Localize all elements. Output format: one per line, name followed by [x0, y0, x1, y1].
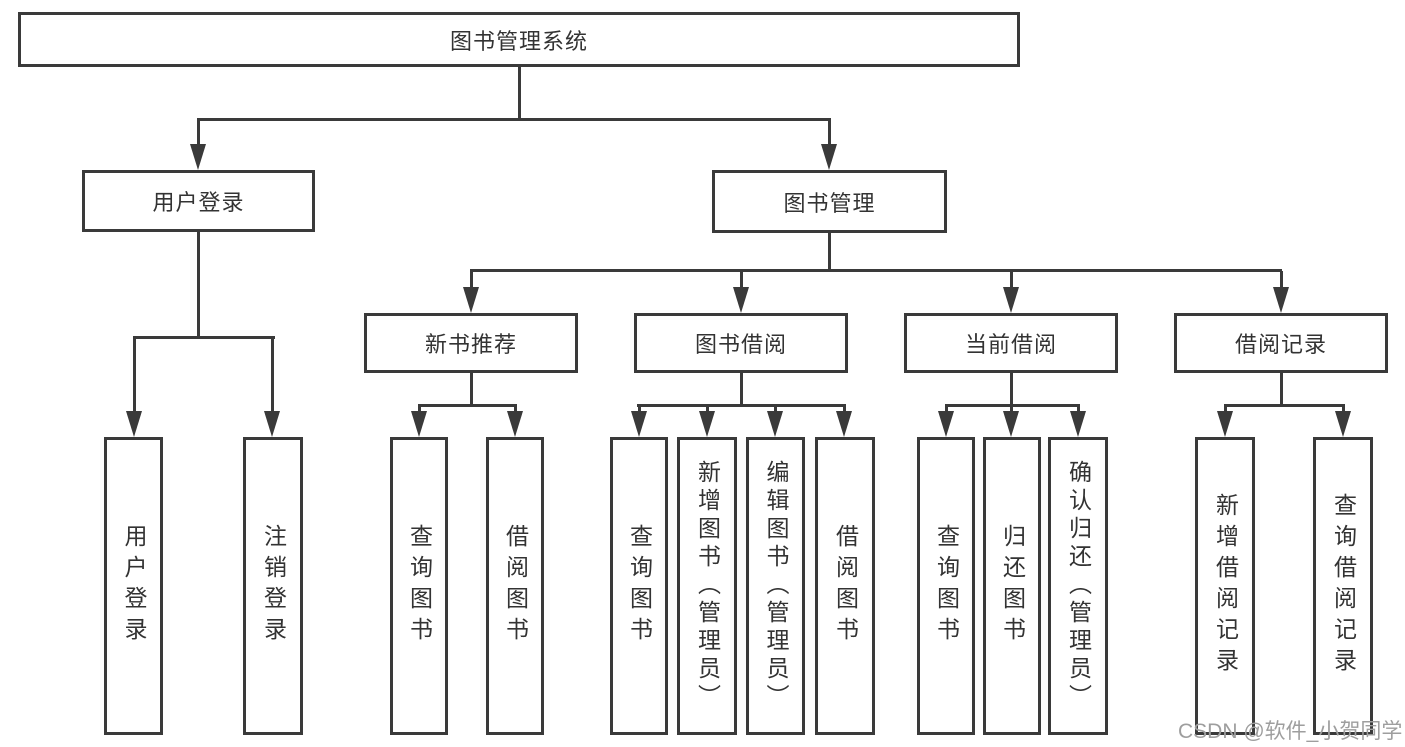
connector-records-stem: [1280, 373, 1283, 406]
arrow-down-icon: [463, 287, 479, 313]
leaf-label: 新增借阅记录: [1212, 493, 1239, 679]
connector-newbook-stem: [470, 373, 473, 406]
arrow-down-icon: [1070, 411, 1086, 437]
connector-drop: [740, 271, 743, 289]
node-book-management: 图书管理: [712, 170, 947, 233]
leaf-records-query-record: 查询借阅记录: [1313, 437, 1373, 735]
connector-records-bar: [1224, 404, 1345, 407]
connector-root-stem: [518, 67, 521, 120]
arrow-down-icon: [1217, 411, 1233, 437]
connector-drop: [1010, 271, 1013, 289]
connector-drop: [945, 406, 948, 413]
arrow-down-icon: [507, 411, 523, 437]
leaf-label: 借阅图书: [502, 524, 529, 648]
connector-user-login-stem: [197, 232, 200, 339]
arrow-down-icon: [767, 411, 783, 437]
arrow-down-icon: [631, 411, 647, 437]
node-library-system: 图书管理系统: [18, 12, 1020, 67]
leaf-logout: 注销登录: [243, 437, 303, 735]
connector-drop: [514, 406, 517, 413]
node-book-borrowing: 图书借阅: [634, 313, 848, 373]
arrow-down-icon: [1003, 287, 1019, 313]
connector-current-stem: [1010, 373, 1013, 406]
connector-book-mgmt-stem: [828, 232, 831, 271]
leaf-label: 查询图书: [933, 524, 960, 648]
node-new-book-recommendation: 新书推荐: [364, 313, 578, 373]
connector-newbook-bar: [418, 404, 517, 407]
leaf-current-return-books: 归还图书: [983, 437, 1041, 735]
connector-current-bar: [945, 404, 1080, 407]
arrow-down-icon: [1273, 287, 1289, 313]
node-user-login: 用户登录: [82, 170, 315, 232]
leaf-label: 注销登录: [260, 524, 287, 648]
arrow-down-icon: [1003, 411, 1019, 437]
connector-book-mgmt-drop: [828, 120, 831, 146]
leaf-label: 查询借阅记录: [1330, 493, 1357, 679]
leaf-borrow-add-books-admin: 新增图书（管理员）: [677, 437, 737, 735]
connector-drop: [133, 338, 136, 413]
connector-drop: [1342, 406, 1345, 413]
connector-drop: [1077, 406, 1080, 413]
leaf-label: 编辑图书（管理员）: [763, 460, 789, 712]
leaf-borrow-edit-books-admin: 编辑图书（管理员）: [746, 437, 805, 735]
arrow-down-icon: [699, 411, 715, 437]
connector-drop: [418, 406, 421, 413]
leaf-label: 确认归还（管理员）: [1065, 460, 1092, 712]
csdn-watermark: CSDN @软件_小贺同学: [1178, 720, 1403, 743]
connector-drop: [470, 271, 473, 289]
leaf-newbook-borrow-books: 借阅图书: [486, 437, 544, 735]
arrow-down-icon: [190, 144, 206, 170]
arrow-down-icon: [733, 287, 749, 313]
leaf-borrow-query-books: 查询图书: [610, 437, 668, 735]
connector-drop: [638, 406, 641, 413]
connector-borrow-bar: [637, 404, 846, 407]
arrow-down-icon: [938, 411, 954, 437]
node-current-borrowing: 当前借阅: [904, 313, 1118, 373]
connector-drop: [1010, 406, 1013, 413]
connector-user-login-drop: [197, 120, 200, 146]
connector-level2-bar: [197, 118, 831, 121]
connector-drop: [1224, 406, 1227, 413]
leaf-borrow-borrow-books: 借阅图书: [815, 437, 875, 735]
arrow-down-icon: [821, 144, 837, 170]
leaf-user-login: 用户登录: [104, 437, 163, 735]
leaf-label: 查询图书: [626, 524, 653, 648]
arrow-down-icon: [411, 411, 427, 437]
leaf-label: 新增图书（管理员）: [694, 460, 721, 712]
arrow-down-icon: [264, 411, 280, 437]
arrow-down-icon: [836, 411, 852, 437]
leaf-newbook-query-books: 查询图书: [390, 437, 448, 735]
arrow-down-icon: [126, 411, 142, 437]
connector-borrow-stem: [740, 373, 743, 406]
node-borrowing-records: 借阅记录: [1174, 313, 1388, 373]
leaf-label: 查询图书: [406, 524, 433, 648]
leaf-records-add-record: 新增借阅记录: [1195, 437, 1255, 735]
leaf-label: 用户登录: [121, 524, 147, 648]
leaf-label: 归还图书: [999, 524, 1026, 648]
connector-level3-bar: [470, 269, 1282, 272]
connector-drop: [843, 406, 846, 413]
arrow-down-icon: [1335, 411, 1351, 437]
leaf-label: 借阅图书: [832, 524, 859, 648]
leaf-current-confirm-return-admin: 确认归还（管理员）: [1048, 437, 1108, 735]
leaf-current-query-books: 查询图书: [917, 437, 975, 735]
connector-drop: [271, 338, 274, 413]
connector-drop: [774, 406, 777, 413]
connector-drop: [1280, 271, 1283, 289]
connector-drop: [706, 406, 709, 413]
connector-user-login-bar: [133, 336, 275, 339]
